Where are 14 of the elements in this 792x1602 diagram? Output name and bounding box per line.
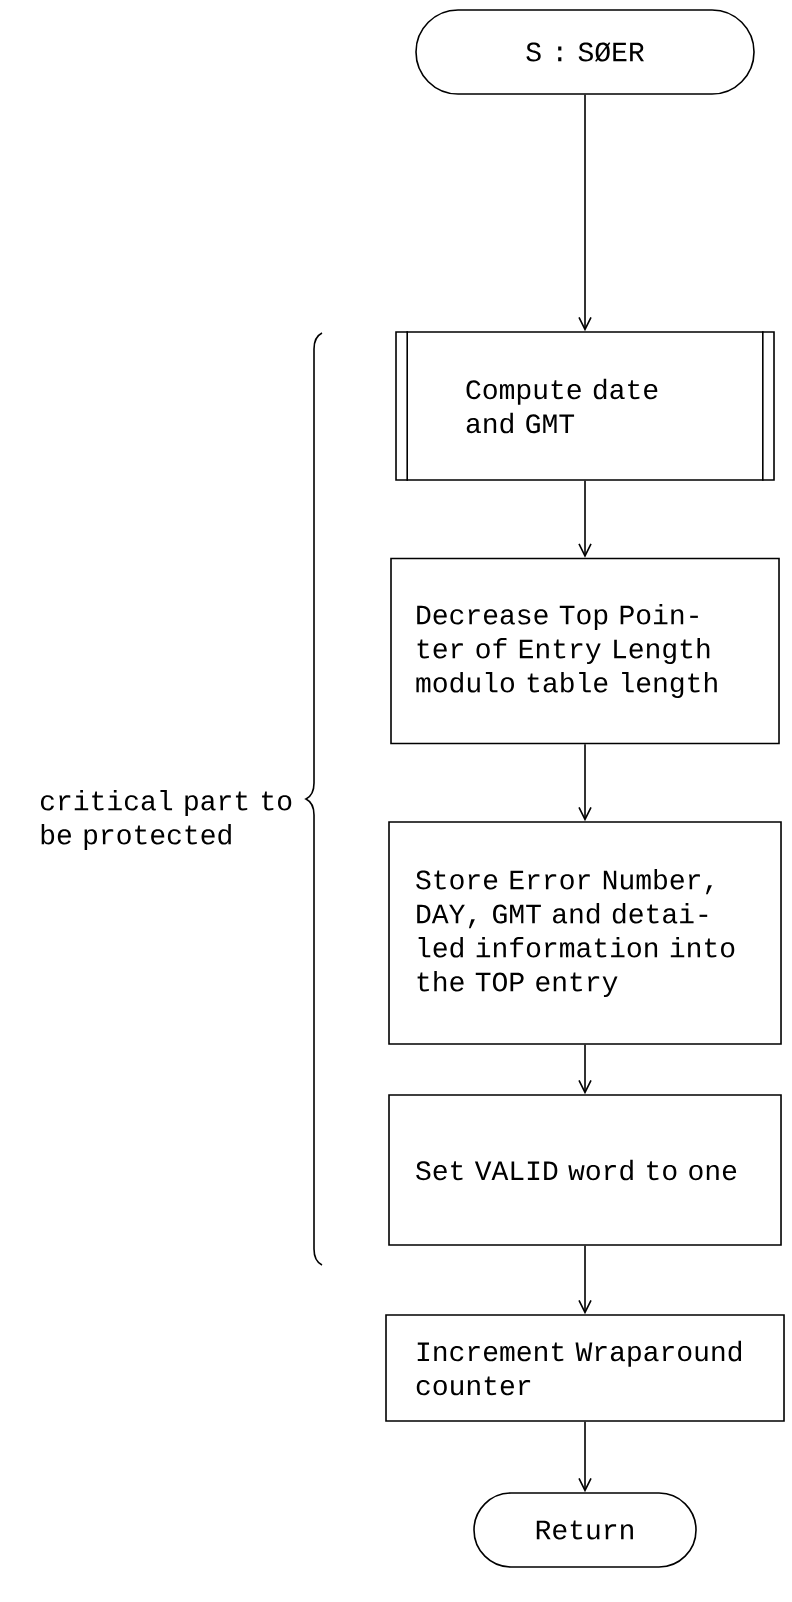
arrow [578,743,592,822]
predefined-process-box: Compute date and GMT [395,330,775,482]
arrow [578,1421,592,1493]
process-box: Set VALID word to one [388,1094,782,1246]
process-box: Increment Wraparound counter [385,1314,785,1422]
process-box: Store Error Number, DAY, GMT and detai-led information into the TOP entry [388,821,782,1045]
end-terminal: Return [473,1492,697,1568]
side-label: critical part to be protected [40,789,292,851]
arrow [578,1044,592,1095]
process-box: Decrease Top Poin-ter of Entry Length modulo table length [390,557,780,745]
arrow [578,480,592,558]
arrow [578,1245,592,1315]
start-terminal: S : SØER [415,9,755,95]
arrow [578,94,592,332]
